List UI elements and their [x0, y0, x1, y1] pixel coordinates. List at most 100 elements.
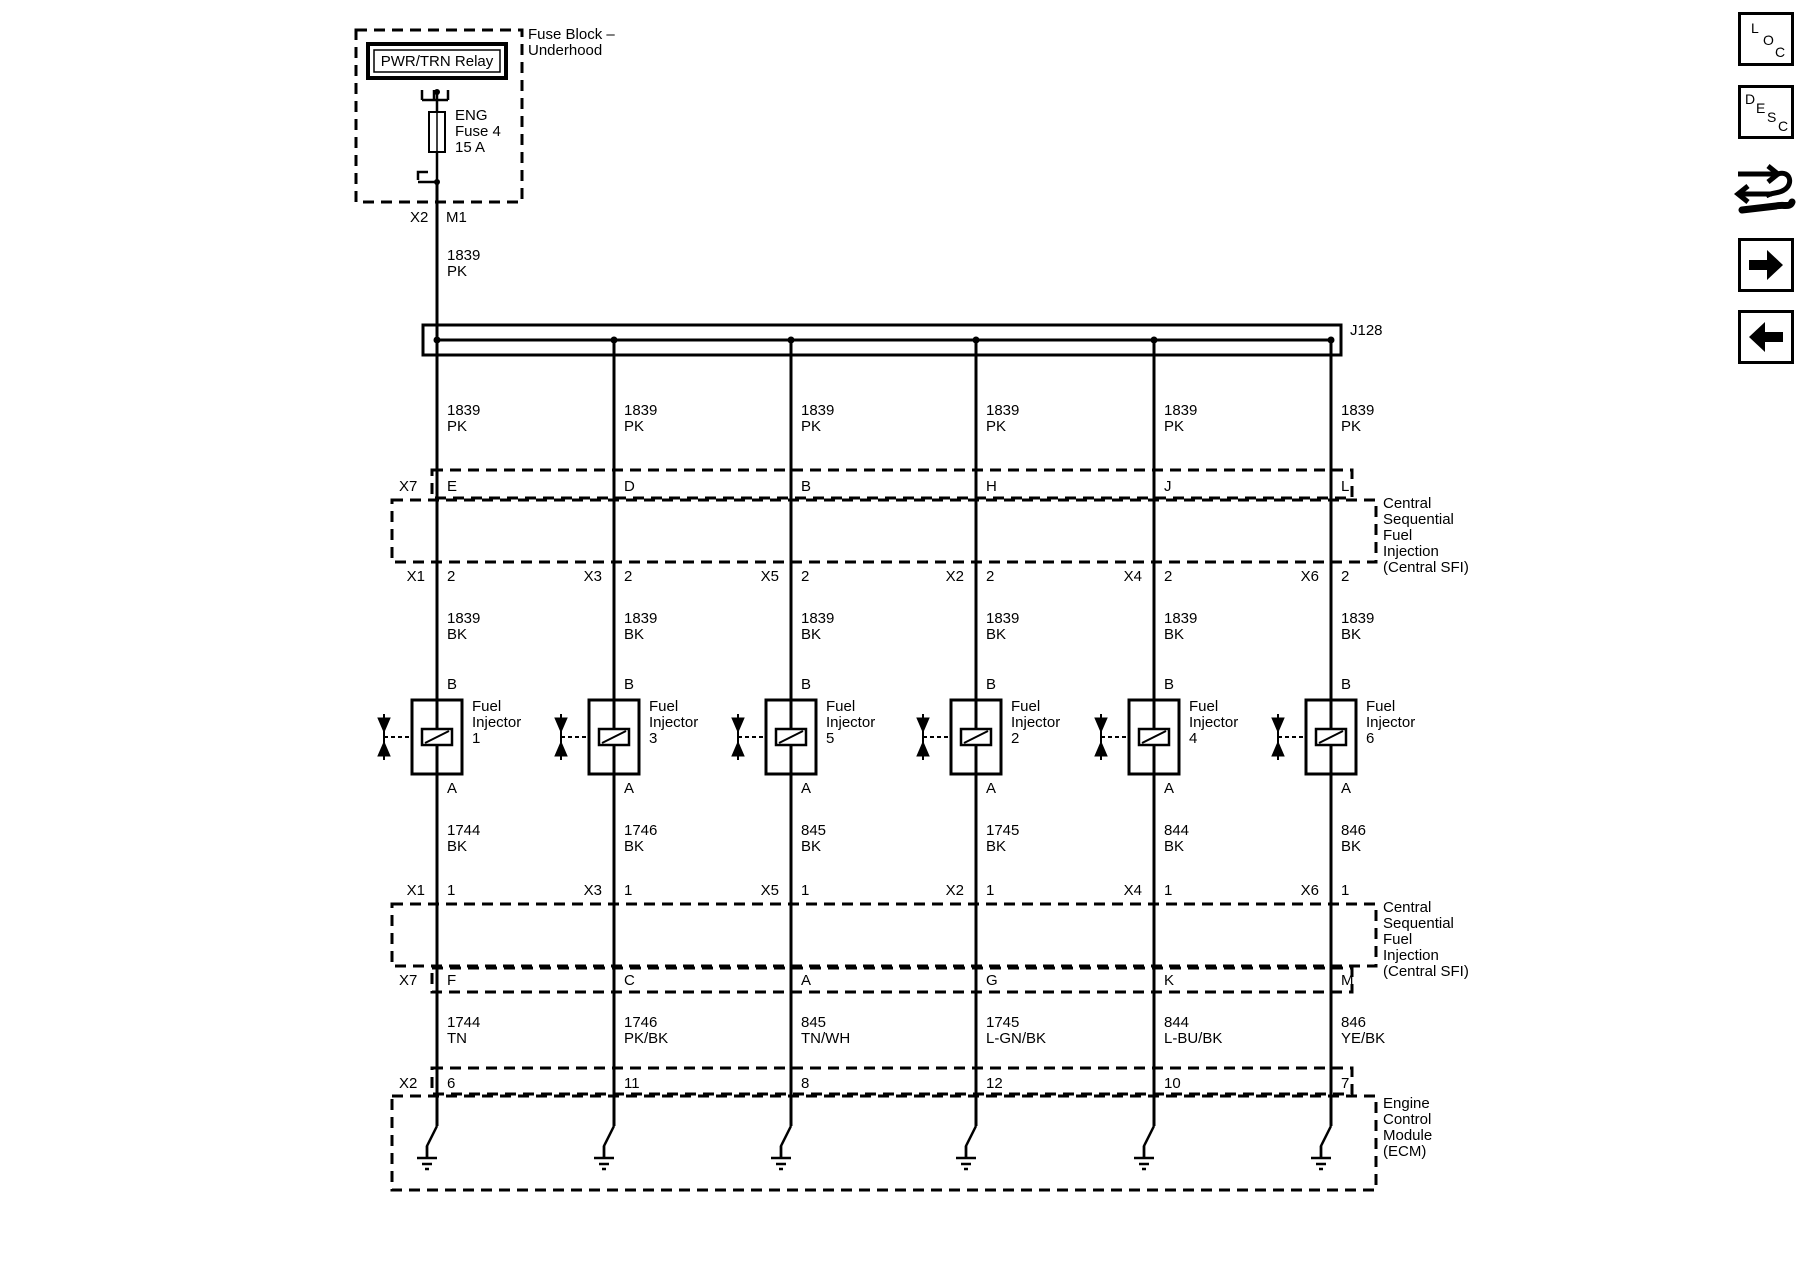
injector-low-connector: X4	[1124, 882, 1142, 899]
injector-number: 4	[1189, 730, 1197, 747]
injector-feed-color: BK	[1341, 626, 1361, 643]
control-wire-circuit: 846	[1341, 822, 1366, 839]
control-wire-color: BK	[624, 838, 644, 855]
upper-wire-color: PK	[1341, 418, 1361, 435]
desc-button[interactable]: D E S C	[1738, 85, 1794, 139]
ecm-pin: 12	[986, 1075, 1003, 1092]
injector-name-line1: Fuel	[826, 698, 855, 715]
ecm-pin: 11	[624, 1075, 640, 1092]
injector-name-line2: Injector	[472, 714, 521, 731]
injector-feed-circuit: 1839	[447, 610, 480, 627]
injector-feed-color: BK	[1164, 626, 1184, 643]
injector-number: 5	[826, 730, 834, 747]
service-tools-button[interactable]	[1732, 154, 1798, 220]
injector-connector: X4	[1124, 568, 1142, 585]
control-wire-color: BK	[1164, 838, 1184, 855]
ecm-wire-color: TN	[447, 1030, 467, 1047]
splice-j128: J128	[421, 322, 1383, 357]
sfi-module-upper: Central Sequential Fuel Injection (Centr…	[390, 495, 1469, 576]
relay-contact-symbol	[420, 90, 450, 112]
ecm-wire-circuit: 845	[801, 1014, 826, 1031]
injector-feed-circuit: 1839	[1164, 610, 1197, 627]
ecm-line3: Module	[1383, 1127, 1432, 1144]
ecm-pin: 6	[447, 1075, 455, 1092]
x7-pin: B	[801, 478, 811, 495]
injector-connector: X3	[584, 568, 602, 585]
loc-button[interactable]: L O C	[1738, 12, 1794, 66]
upper-wire-circuit: 1839	[447, 402, 480, 419]
x7-lower-pin: C	[624, 972, 635, 989]
upper-wire-circuit: 1839	[1341, 402, 1374, 419]
injector-pin-a: A	[1341, 780, 1351, 797]
fuse-block: Fuse Block – Underhood PWR/TRN Relay ENG…	[354, 26, 615, 226]
injector-low-connector: X5	[761, 882, 779, 899]
injector-number: 6	[1366, 730, 1374, 747]
upper-wire-circuit: 1839	[1164, 402, 1197, 419]
injector-low-connector: X3	[584, 882, 602, 899]
injector-branch-6	[1271, 336, 1358, 1171]
ecm-connector: X2	[399, 1066, 1354, 1096]
injector-bottom-pin: 1	[1341, 882, 1349, 899]
injector-branch-4	[1094, 336, 1181, 1171]
service-tools-icon	[1733, 164, 1796, 214]
upper-wire-circuit: 1839	[986, 402, 1019, 419]
injector-name-line2: Injector	[649, 714, 698, 731]
injector-top-pin: 2	[986, 568, 994, 585]
upper-wire-circuit: 1839	[624, 402, 657, 419]
injector-feed-circuit: 1839	[1341, 610, 1374, 627]
feed-wire-color: PK	[447, 263, 467, 280]
injector-top-pin: 2	[1164, 568, 1172, 585]
sfi-upper-line4: Injection	[1383, 543, 1439, 560]
injector-name-line1: Fuel	[472, 698, 501, 715]
sfi-lower-line2: Sequential	[1383, 915, 1454, 932]
fuse-block-pin: M1	[446, 209, 467, 226]
sfi-upper-line2: Sequential	[1383, 511, 1454, 528]
ecm-wire-color: L-GN/BK	[986, 1030, 1046, 1047]
upper-x7-label: X7	[399, 478, 417, 495]
loc-letter-3: C	[1775, 44, 1786, 60]
injector-pin-a: A	[447, 780, 457, 797]
sfi-lower-line1: Central	[1383, 899, 1431, 916]
fuse-line3: 15 A	[455, 139, 485, 156]
ecm-wire-circuit: 1745	[986, 1014, 1019, 1031]
fuse-line2: Fuse 4	[455, 123, 501, 140]
x7-lower-pin: G	[986, 972, 998, 989]
injector-bottom-pin: 1	[801, 882, 809, 899]
ecm-module: Engine Control Module (ECM)	[390, 1094, 1432, 1192]
injector-name-line1: Fuel	[1011, 698, 1040, 715]
injector-feed-color: BK	[986, 626, 1006, 643]
injector-pin-b: B	[801, 676, 811, 693]
feed-wire-circuit: 1839	[447, 247, 480, 264]
previous-button[interactable]	[1738, 310, 1794, 364]
injector-pin-b: B	[1341, 676, 1351, 693]
relay-label: PWR/TRN Relay	[381, 53, 494, 70]
fuse-block-connector: X2	[410, 209, 428, 226]
desc-letter-3: S	[1767, 109, 1777, 125]
injector-connector: X6	[1301, 568, 1319, 585]
sfi-upper-line1: Central	[1383, 495, 1431, 512]
ecm-line4: (ECM)	[1383, 1143, 1426, 1160]
splice-label: J128	[1350, 322, 1383, 339]
x7-lower-pin: M	[1341, 972, 1354, 989]
injector-name-line1: Fuel	[1189, 698, 1218, 715]
injector-pin-b: B	[624, 676, 634, 693]
injector-feed-circuit: 1839	[624, 610, 657, 627]
injector-feed-circuit: 1839	[986, 610, 1019, 627]
ecm-pin: 8	[801, 1075, 809, 1092]
control-wire-circuit: 845	[801, 822, 826, 839]
upper-wire-color: PK	[624, 418, 644, 435]
injector-feed-color: BK	[447, 626, 467, 643]
upper-wire-color: PK	[447, 418, 467, 435]
injector-connector: X1	[407, 568, 425, 585]
control-wire-circuit: 1746	[624, 822, 657, 839]
injector-pin-a: A	[624, 780, 634, 797]
sfi-lower-line3: Fuel	[1383, 931, 1412, 948]
injector-number: 3	[649, 730, 657, 747]
control-wire-color: BK	[801, 838, 821, 855]
ecm-wire-color: TN/WH	[801, 1030, 850, 1047]
injector-top-pin: 2	[801, 568, 809, 585]
upper-wire-color: PK	[1164, 418, 1184, 435]
upper-wire-color: PK	[801, 418, 821, 435]
next-button[interactable]	[1738, 238, 1794, 292]
